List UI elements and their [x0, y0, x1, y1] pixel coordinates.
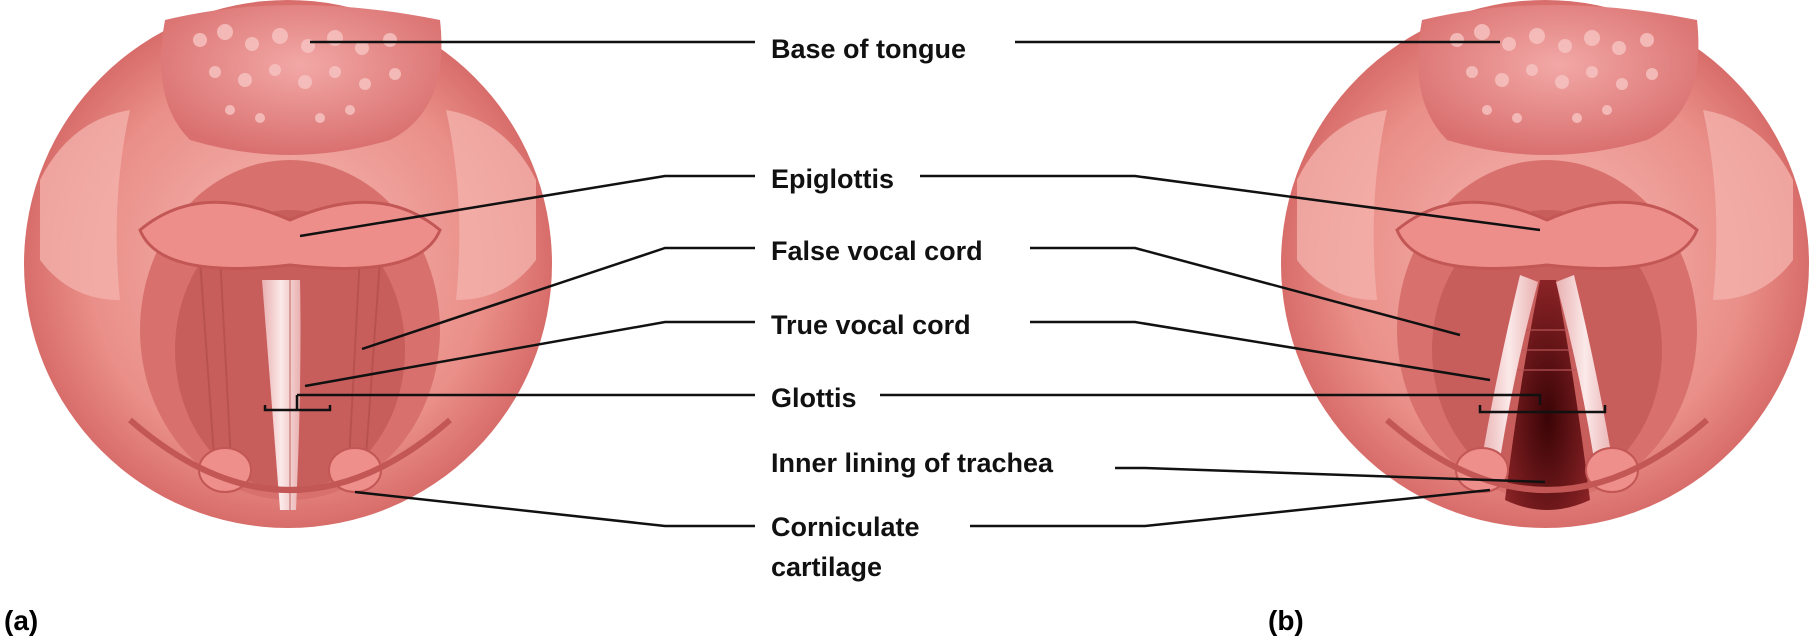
label-glottis: Glottis	[771, 383, 857, 413]
label-corniculate-line2: cartilage	[771, 552, 882, 582]
panel-b-left-fold	[1297, 110, 1387, 300]
panel-b-illustration	[1281, 0, 1809, 528]
label-true-vocal-cord: True vocal cord	[771, 310, 971, 340]
label-corniculate-line1: Corniculate	[771, 512, 920, 542]
panel-a-illustration	[24, 0, 552, 528]
panel-b-letter: (b)	[1268, 605, 1304, 637]
leader-corniculate-b	[970, 490, 1490, 526]
panel-a-letter: (a)	[4, 605, 38, 637]
panel-b-right-fold	[1703, 110, 1793, 300]
label-base-of-tongue: Base of tongue	[771, 34, 966, 64]
panel-a-left-fold	[40, 110, 130, 300]
leader-corniculate-a	[355, 492, 755, 526]
label-epiglottis: Epiglottis	[771, 164, 894, 194]
label-false-vocal-cord: False vocal cord	[771, 236, 983, 266]
label-inner-lining-of-trachea: Inner lining of trachea	[771, 448, 1053, 478]
